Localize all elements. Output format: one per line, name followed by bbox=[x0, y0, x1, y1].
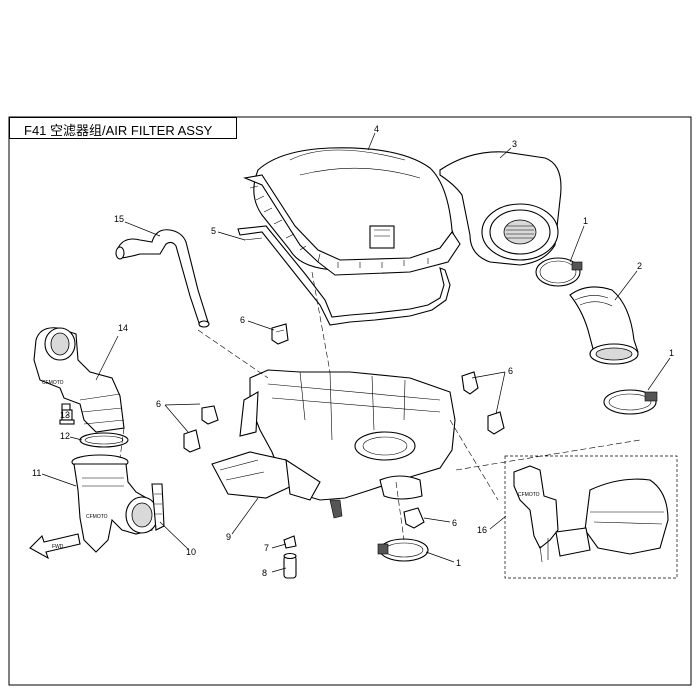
leader-lines bbox=[41, 132, 671, 573]
callout-numbers: 4 3 1 2 1 5 15 6 6 6 14 13 12 11 9 10 7 … bbox=[32, 124, 674, 578]
callout-6-left: 6 bbox=[156, 399, 161, 409]
callout-5: 5 bbox=[211, 226, 216, 236]
callout-8: 8 bbox=[262, 568, 267, 578]
part-4-airbox-cover bbox=[243, 147, 461, 276]
brand-label-11: CFMOTO bbox=[86, 514, 108, 520]
part-1-clamp-right bbox=[603, 389, 658, 415]
callout-4: 4 bbox=[374, 124, 379, 134]
callout-11: 11 bbox=[32, 468, 41, 478]
alignment-lines bbox=[119, 271, 641, 541]
part-14-upper-duct: CFMOTO bbox=[33, 327, 125, 433]
callout-10: 10 bbox=[186, 547, 196, 557]
title-box: F41 空滤器组/AIR FILTER ASSY bbox=[9, 117, 237, 139]
callout-12: 12 bbox=[60, 431, 70, 441]
part-15-breather-hose bbox=[115, 229, 210, 328]
part-6-clip-left-b bbox=[183, 429, 201, 453]
callout-13: 13 bbox=[60, 410, 70, 420]
callout-16: 16 bbox=[477, 525, 487, 535]
arrow-tag-label: FWD bbox=[52, 544, 64, 550]
callout-2: 2 bbox=[637, 261, 642, 271]
diagram-border bbox=[8, 116, 692, 686]
part-7-drain-clip bbox=[283, 535, 297, 549]
part-10-hose-clamp bbox=[151, 483, 165, 531]
callout-1-right: 1 bbox=[669, 348, 674, 358]
part-6-clip-right-b bbox=[487, 411, 505, 435]
part-2-intake-elbow bbox=[569, 286, 639, 365]
callout-15: 15 bbox=[114, 214, 124, 224]
part-1-clamp-upper bbox=[535, 257, 583, 287]
part-6-clip-left-a bbox=[201, 405, 219, 425]
callout-6-lower: 6 bbox=[452, 518, 457, 528]
brand-label-16: CFMOTO bbox=[518, 492, 540, 498]
part-16-inset-assembly: CFMOTO bbox=[513, 465, 669, 563]
callout-7: 7 bbox=[264, 543, 269, 553]
part-6-clip-lower bbox=[403, 507, 425, 529]
callout-6-right: 6 bbox=[508, 366, 513, 376]
part-3-filter-element bbox=[439, 151, 562, 266]
callout-1-upper: 1 bbox=[583, 216, 588, 226]
callout-14: 14 bbox=[118, 323, 128, 333]
brand-label-14: CFMOTO bbox=[42, 380, 64, 386]
part-5-gasket bbox=[237, 225, 451, 326]
part-1-clamp-lower bbox=[377, 538, 429, 562]
callout-3: 3 bbox=[512, 139, 517, 149]
part-6-clip-right-a bbox=[461, 371, 479, 395]
part-6-clip-upper bbox=[271, 323, 289, 345]
callout-1-lower: 1 bbox=[456, 558, 461, 568]
part-12-ring-seal bbox=[79, 432, 129, 448]
callout-6-upper: 6 bbox=[240, 315, 245, 325]
front-direction-arrow: FWD bbox=[29, 533, 81, 560]
page-title: F41 空滤器组/AIR FILTER ASSY bbox=[24, 123, 213, 138]
part-8-drain-tube bbox=[283, 552, 297, 579]
part-9-airbox-housing bbox=[211, 369, 456, 519]
part-11-lower-duct: CFMOTO bbox=[71, 454, 159, 553]
callout-9: 9 bbox=[226, 532, 231, 542]
